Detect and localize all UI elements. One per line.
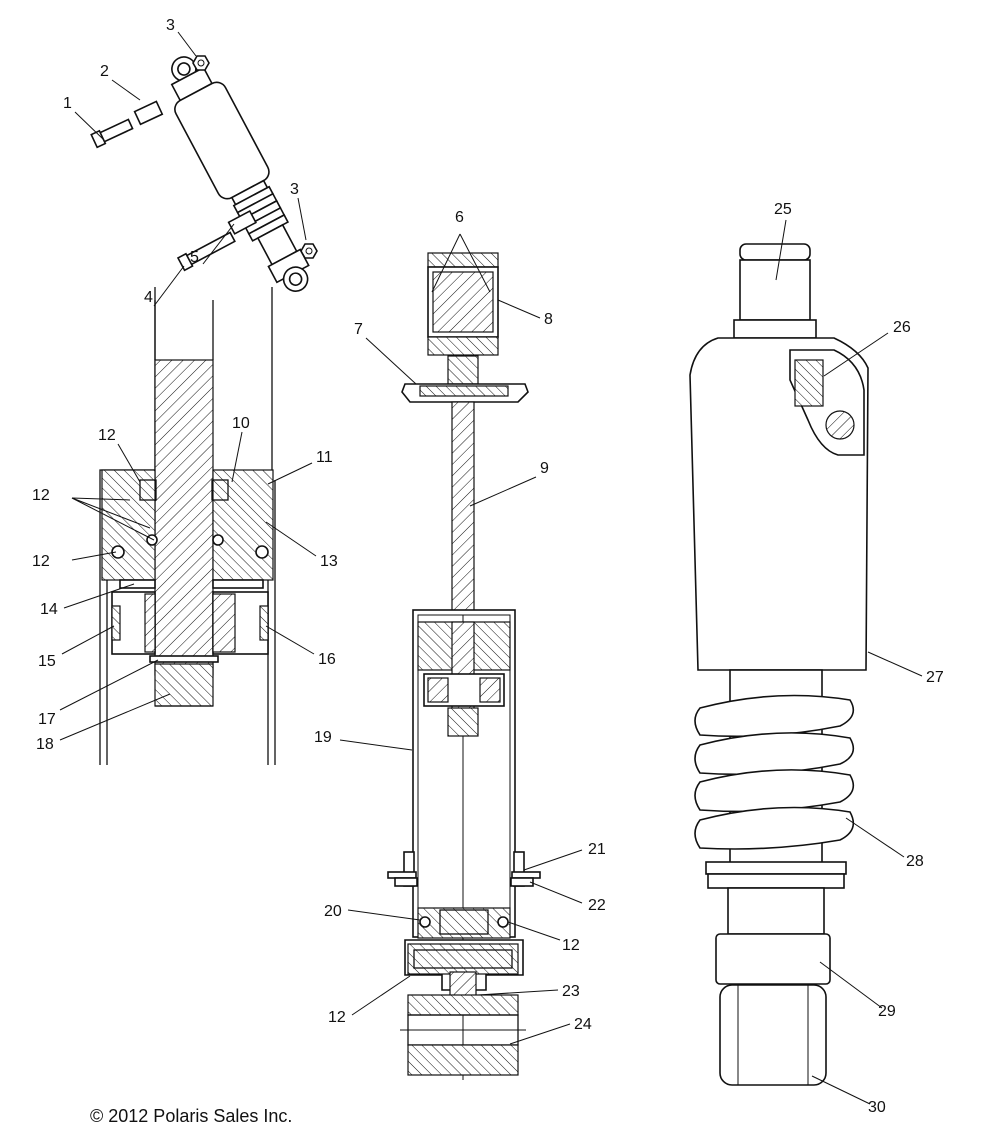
callout-12-a: 12 (98, 427, 116, 444)
callout-8: 8 (544, 311, 553, 328)
leader-lines (59, 31, 923, 1105)
callout-14: 14 (40, 601, 58, 618)
callout-21: 21 (588, 841, 606, 858)
shock-exterior-view (689, 243, 869, 1086)
callout-25: 25 (774, 201, 792, 218)
callout-7: 7 (354, 321, 363, 338)
callout-13: 13 (320, 553, 338, 570)
callout-labels: 1 2 3 3 4 5 6 7 8 9 10 11 12 12 12 12 12… (32, 17, 944, 1116)
callout-30: 30 (868, 1099, 886, 1116)
callout-12-b: 12 (32, 487, 50, 504)
callout-23: 23 (562, 983, 580, 1000)
callout-29: 29 (878, 1003, 896, 1020)
shock-section-view (387, 252, 541, 1080)
callout-4: 4 (144, 289, 153, 306)
callout-6: 6 (455, 209, 464, 226)
callout-24: 24 (574, 1016, 592, 1033)
callout-15: 15 (38, 653, 56, 670)
small-shock-view (90, 55, 318, 292)
callout-22: 22 (588, 897, 606, 914)
callout-5: 5 (190, 249, 199, 266)
callout-17: 17 (38, 711, 56, 728)
callout-12-e: 12 (328, 1009, 346, 1026)
callout-19: 19 (314, 729, 332, 746)
piston-section-view (99, 287, 276, 765)
callout-9: 9 (540, 460, 549, 477)
callout-3-top: 3 (166, 17, 175, 34)
callout-18: 18 (36, 736, 54, 753)
copyright-text: © 2012 Polaris Sales Inc. (90, 1106, 292, 1126)
callout-3-right: 3 (290, 181, 299, 198)
callout-2: 2 (100, 63, 109, 80)
callout-27: 27 (926, 669, 944, 686)
callout-20: 20 (324, 903, 342, 920)
callout-26: 26 (893, 319, 911, 336)
callout-12-d: 12 (562, 937, 580, 954)
callout-28: 28 (906, 853, 924, 870)
callout-12-c: 12 (32, 553, 50, 570)
callout-10: 10 (232, 415, 250, 432)
callout-11: 11 (316, 449, 333, 466)
callout-1: 1 (63, 95, 72, 112)
coil-spring (694, 694, 855, 850)
callout-16: 16 (318, 651, 336, 668)
